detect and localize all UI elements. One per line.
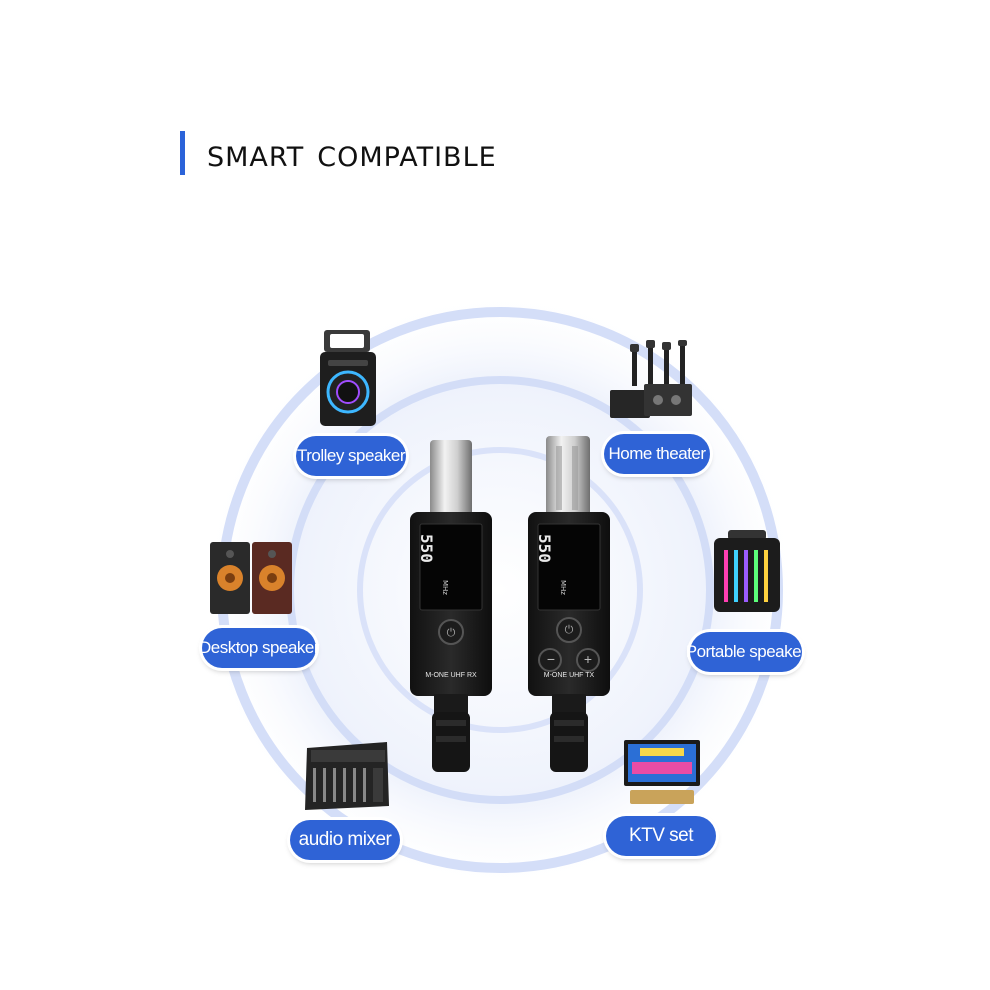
audio-mixer-image: [305, 742, 389, 810]
tx-frequency: 550: [535, 534, 554, 563]
tx-model-row: M-ONE UHF TX: [530, 672, 608, 679]
tx-power-icon: ⏻: [564, 624, 574, 636]
ring-inner: [357, 447, 643, 733]
desktop-speaker-image: [210, 542, 292, 614]
heading-accent-bar: [180, 131, 185, 175]
tx-brand: M-ONE: [543, 672, 568, 679]
rx-model-row: M-ONE UHF RX: [412, 672, 490, 679]
portable-speaker-image: [714, 530, 780, 612]
rx-mode: RX: [466, 672, 477, 679]
label-desktop-speaker: Desktop speaker: [199, 628, 320, 668]
transmitter-tx-device: [528, 436, 610, 772]
tx-band: UHF: [569, 672, 584, 679]
tx-plus-icon: +: [583, 651, 593, 667]
home-theater-image: [610, 340, 692, 418]
label-audio-mixer: audio mixer: [290, 820, 400, 860]
label-home-theater: Home theater: [604, 434, 710, 474]
receiver-rx-device: [410, 440, 492, 772]
trolley-speaker-image: [320, 330, 376, 426]
tx-minus-icon: −: [546, 651, 556, 667]
label-ktv-set: KTV set: [606, 816, 716, 856]
rx-brand: M-ONE: [425, 672, 449, 679]
rx-unit: MHz: [441, 580, 449, 595]
rx-power-icon: ⏻: [446, 627, 456, 639]
tx-mode: TX: [585, 672, 595, 679]
section-heading: Smart compatible: [180, 128, 497, 178]
rx-band: UHF: [450, 672, 465, 679]
rx-frequency: 550: [417, 534, 436, 563]
label-trolley-speaker: Trolley speaker: [296, 436, 406, 476]
ktv-set-image: [624, 740, 700, 804]
tx-unit: MHz: [559, 580, 567, 595]
label-portable-speaker: Portable speaker: [686, 632, 807, 672]
heading-title: Smart compatible: [207, 131, 497, 175]
